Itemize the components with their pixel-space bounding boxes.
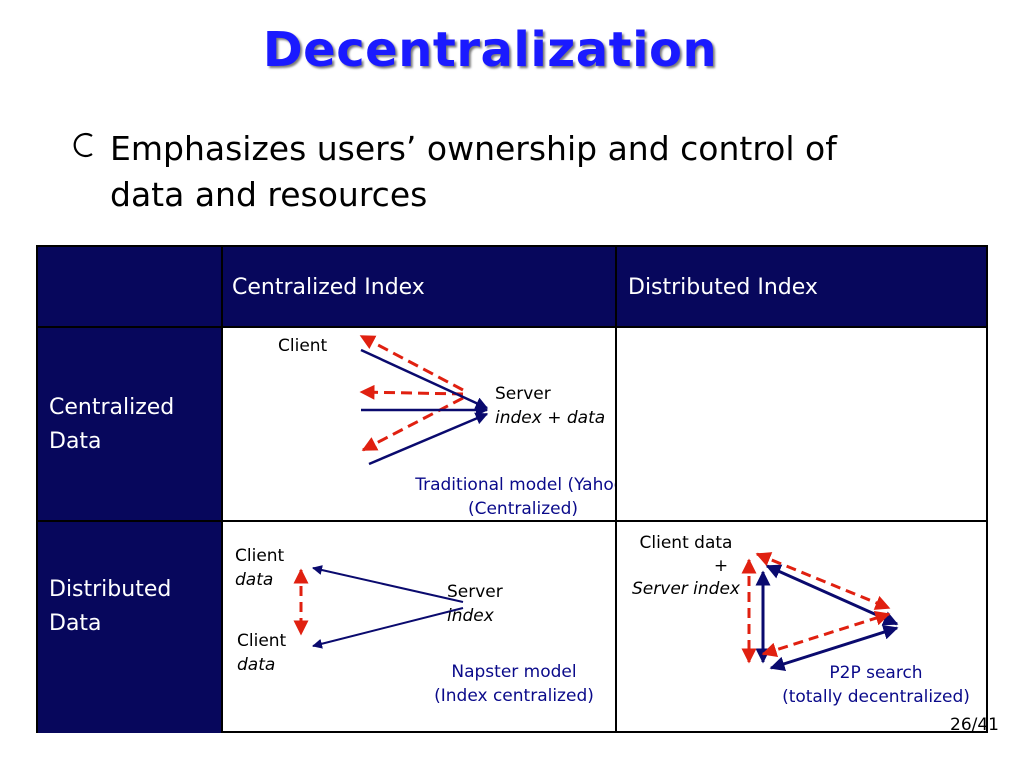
grid-line: [38, 326, 986, 328]
row-header-distributed-data: Distributed Data: [38, 521, 221, 733]
grid-line: [615, 247, 617, 733]
hollow-bullet-icon: [73, 132, 93, 158]
client-1-sublabel: data: [235, 570, 273, 590]
bullet-line-1: Emphasizes users’ ownership and control …: [110, 129, 837, 168]
server-sublabel: index + data: [495, 408, 605, 428]
request-arrow-dashed: [359, 384, 464, 400]
slide-title: Decentralization: [262, 22, 718, 78]
query-arrow: [368, 412, 489, 466]
request-arrow-dashed: [359, 334, 464, 392]
client-2-label: Client: [237, 631, 287, 651]
peer-arrow-dashed: [755, 552, 891, 610]
client-2-sublabel: data: [237, 655, 275, 675]
row-header-centralized-data: Centralized Data: [38, 327, 221, 521]
peer-arrow-dashed: [761, 610, 891, 658]
traditional-caption-line2: (Centralized): [468, 499, 578, 519]
grid-line: [38, 520, 986, 522]
client-label: Client: [278, 336, 328, 356]
client-server-arrow: [312, 565, 464, 603]
bullet-text: Emphasizes users’ ownership and control …: [110, 126, 837, 218]
napster-caption-line1: Napster model: [451, 662, 576, 682]
col-header-centralized-index: Centralized Index: [221, 247, 616, 327]
server-label: Server: [495, 384, 551, 404]
p2p-label-line1: Client data: [640, 533, 733, 553]
comparison-table: Centralized Index Distributed Index Cent…: [36, 245, 988, 733]
server-sublabel: index: [447, 606, 495, 626]
p2p-caption-line2: (totally decentralized): [782, 687, 970, 707]
p2p-search-diagram: Client data + Server index P2P search (t…: [632, 533, 970, 707]
peer-arrow: [765, 564, 899, 626]
bullet-line-2: data and resources: [110, 175, 428, 214]
request-arrow-dashed: [361, 396, 464, 452]
napster-caption-line2: (Index centralized): [434, 686, 594, 706]
traditional-model-diagram: Client Server index + data Traditional m…: [278, 334, 615, 519]
server-label: Server: [447, 582, 503, 602]
p2p-label-line3: Server index: [632, 579, 741, 599]
client-server-arrow: [312, 607, 464, 649]
p2p-caption-line1: P2P search: [829, 663, 922, 683]
empty-cell: [617, 328, 984, 520]
client-1-label: Client: [235, 546, 285, 566]
query-arrow: [360, 348, 489, 410]
napster-model-diagram: Client data Client data Server index Nap…: [235, 546, 594, 706]
p2p-label-line2: +: [714, 556, 728, 576]
traditional-caption-line1: Traditional model (Yahoo): [414, 475, 615, 495]
grid-line: [221, 247, 223, 733]
corner-cell: [38, 247, 221, 327]
page-number: 26/41: [950, 715, 999, 735]
peer-arrow: [769, 624, 899, 672]
col-header-distributed-index: Distributed Index: [616, 247, 986, 327]
